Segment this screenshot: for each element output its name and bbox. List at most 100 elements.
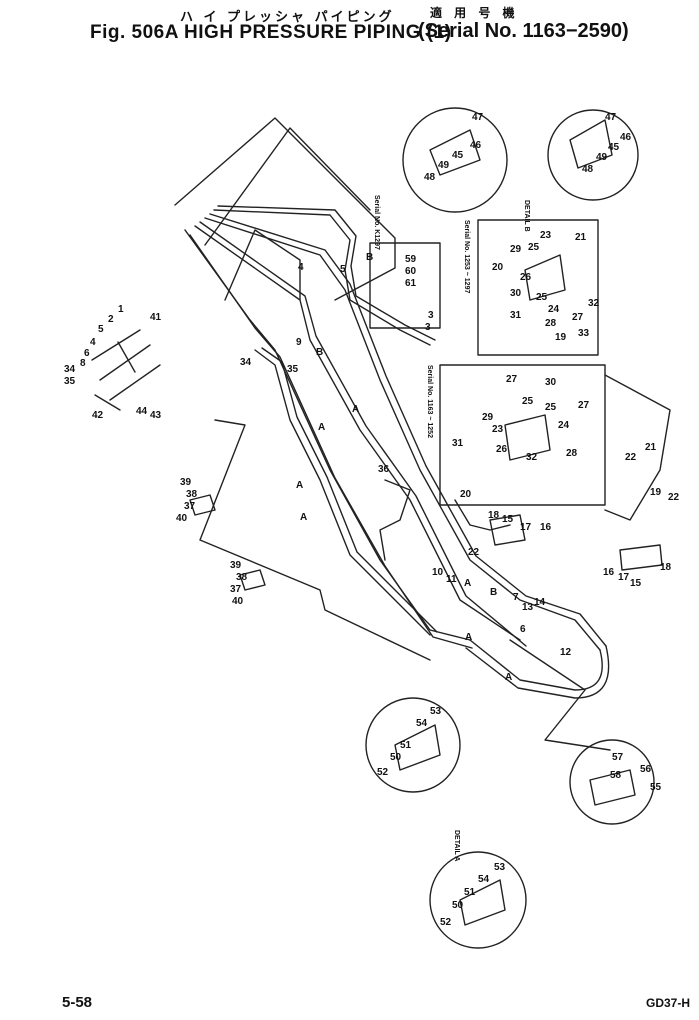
callout-27a: 27	[572, 312, 584, 323]
callout-20a: 20	[492, 262, 504, 273]
valve-right	[619, 544, 663, 571]
serial-range: (Serial No. 1163−2590)	[418, 20, 629, 42]
callout-15a: 15	[630, 578, 642, 589]
callout-18b: 18	[488, 510, 500, 521]
valve-box2	[524, 254, 566, 301]
callout-53a: 53	[430, 706, 442, 717]
callout-25a: 25	[528, 242, 540, 253]
callout-44: 44	[136, 406, 148, 417]
frame-outline-bottom	[509, 639, 611, 751]
callout-39a: 39	[180, 477, 192, 488]
callout-5a: 5	[98, 324, 104, 335]
callout-4a: 4	[90, 337, 96, 348]
callout-48a: 48	[424, 172, 436, 183]
callout-22c: 22	[468, 547, 480, 558]
callout-b2: B	[490, 587, 497, 598]
figure-title: Fig. 506A HIGH PRESSURE PIPING (1)	[90, 22, 452, 43]
callout-60: 60	[405, 266, 417, 277]
fitting-lower-right	[589, 769, 636, 806]
callout-16b: 16	[540, 522, 552, 533]
callout-31a: 31	[510, 310, 522, 321]
callout-7: 7	[513, 592, 519, 603]
callout-14: 14	[534, 597, 546, 608]
callout-8a: 8	[80, 358, 86, 369]
callout-40b: 40	[232, 596, 244, 607]
callout-46b: 46	[620, 132, 632, 143]
pipe-return-loop-2	[465, 645, 610, 699]
callout-37b: 37	[230, 584, 242, 595]
callout-45a: 45	[452, 150, 464, 161]
callout-3a: 3	[425, 322, 431, 333]
callout-35b: 35	[287, 364, 299, 375]
fitting-left-1	[189, 494, 216, 516]
fitting-detail-a1	[394, 724, 441, 771]
pipe-run-5	[204, 217, 601, 651]
callout-6b: 6	[520, 624, 526, 635]
pipe-run-4	[199, 221, 527, 647]
callout-16a: 16	[603, 567, 615, 578]
callout-49a: 49	[438, 160, 450, 171]
callout-38a: 38	[186, 489, 198, 500]
pipe-return-loop	[469, 639, 603, 691]
note-detail-b: DETAIL B	[523, 200, 530, 232]
callout-30b: 30	[545, 377, 557, 388]
callout-41: 41	[150, 312, 162, 323]
callout-50a: 50	[390, 752, 402, 763]
callout-35a: 35	[64, 376, 76, 387]
callout-13: 13	[522, 602, 534, 613]
callout-b3: B	[366, 252, 373, 263]
note-serial-1163: Serial No. 1163 ~ 1252	[426, 365, 433, 438]
callout-32b: 32	[526, 452, 538, 463]
callout-3b: 3	[428, 310, 434, 321]
callout-15b: 15	[502, 514, 514, 525]
pipe-branch-right	[604, 374, 671, 521]
callout-33a: 33	[578, 328, 590, 339]
fitting-detail-b2	[569, 119, 613, 169]
callout-54b: 54	[478, 874, 490, 885]
callout-9: 9	[296, 337, 302, 348]
callout-17a: 17	[618, 572, 630, 583]
detail-a-circle-2	[429, 851, 527, 949]
pipe-run-7	[213, 209, 431, 346]
callout-1: 1	[118, 304, 124, 315]
callout-10: 10	[432, 567, 444, 578]
callout-53b: 53	[494, 862, 506, 873]
callout-27b: 27	[506, 374, 518, 385]
callout-52a: 52	[377, 767, 389, 778]
callout-43: 43	[150, 410, 162, 421]
callout-28a: 28	[545, 318, 557, 329]
callout-47b: 47	[605, 112, 617, 123]
callout-36: 36	[378, 464, 390, 475]
callout-55: 55	[650, 782, 662, 793]
callout-42: 42	[92, 410, 104, 421]
detail-b-circle-2	[547, 109, 639, 201]
callout-19a: 19	[555, 332, 567, 343]
callout-a1: A	[352, 404, 359, 415]
callout-31b: 31	[452, 438, 464, 449]
valve-mid	[489, 514, 526, 546]
pipe-branch-mid	[454, 499, 511, 531]
callout-59: 59	[405, 254, 417, 265]
fitting-detail-b1	[429, 129, 481, 176]
callout-26b: 26	[496, 444, 508, 455]
callout-25b: 25	[536, 292, 548, 303]
callout-34b: 34	[240, 357, 252, 368]
frame-outline-upper	[174, 117, 396, 301]
callout-22b: 22	[668, 492, 680, 503]
pipe-run-6	[209, 213, 607, 647]
rotated-notes: DETAIL B DETAIL A Serial No. K1297 Seria…	[373, 195, 530, 861]
callout-47a: 47	[472, 112, 484, 123]
callout-11: 11	[446, 574, 457, 585]
callout-57: 57	[612, 752, 624, 763]
page-number: 5-58	[62, 994, 93, 1011]
callout-22a: 22	[625, 452, 637, 463]
callout-20b: 20	[460, 489, 472, 500]
callout-51a: 51	[400, 740, 412, 751]
callout-51b: 51	[464, 887, 476, 898]
callout-12: 12	[560, 647, 572, 658]
fitting-cluster-top	[91, 329, 161, 411]
callout-a3: A	[296, 480, 303, 491]
callout-6a: 6	[84, 348, 90, 359]
callout-29b: 29	[482, 412, 494, 423]
